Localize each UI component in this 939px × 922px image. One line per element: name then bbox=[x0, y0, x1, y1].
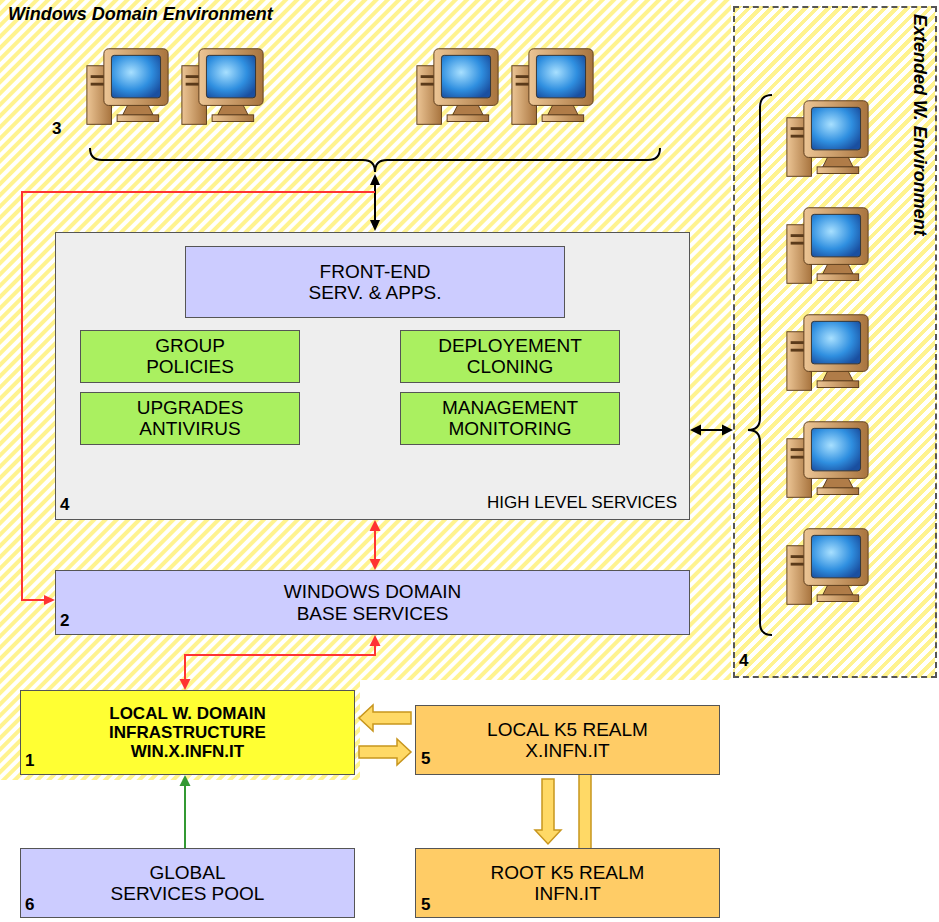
realm-box: ROOT K5 REALM INFN.IT bbox=[415, 848, 720, 918]
callout-number: 2 bbox=[60, 612, 69, 629]
box-label: GROUP POLICIES bbox=[130, 335, 250, 378]
connector bbox=[535, 779, 561, 844]
connector bbox=[690, 425, 733, 436]
connector bbox=[572, 709, 598, 914]
realm-box: LOCAL K5 REALM X.INFN.IT bbox=[415, 705, 720, 775]
box-label: ROOT K5 REALM INFN.IT bbox=[482, 862, 654, 905]
box-label: UPGRADES ANTIVIRUS bbox=[125, 397, 255, 440]
callout-number: 1 bbox=[25, 752, 34, 769]
computer-icon bbox=[87, 49, 868, 605]
service-box: FRONT-END SERV. & APPS. bbox=[185, 246, 565, 318]
service-box: WINDOWS DOMAIN BASE SERVICES bbox=[55, 570, 690, 635]
service-box: DEPLOYEMENT CLONING bbox=[400, 330, 620, 383]
connector bbox=[359, 705, 411, 731]
connector bbox=[359, 739, 411, 765]
box-label: LOCAL K5 REALM X.INFN.IT bbox=[482, 719, 654, 762]
callout-number: 4 bbox=[739, 652, 748, 669]
service-box: MANAGEMENT MONITORING bbox=[400, 392, 620, 445]
panel-heading: HIGH LEVEL SERVICES bbox=[487, 493, 677, 513]
box-label: WINDOWS DOMAIN BASE SERVICES bbox=[273, 581, 473, 624]
box-label: MANAGEMENT MONITORING bbox=[428, 397, 593, 440]
box-label: GLOBAL SERVICES POOL bbox=[104, 862, 272, 905]
bracket bbox=[90, 148, 660, 172]
region-title: Windows Domain Environment bbox=[8, 4, 273, 25]
service-box: GLOBAL SERVICES POOL bbox=[20, 848, 355, 918]
box-label: FRONT-END SERV. & APPS. bbox=[300, 261, 450, 304]
connector bbox=[180, 775, 191, 848]
box-label: DEPLOYEMENT CLONING bbox=[428, 335, 593, 378]
connector bbox=[180, 635, 381, 690]
infrastructure-box: LOCAL W. DOMAIN INFRASTRUCTURE WIN.X.INF… bbox=[20, 690, 355, 775]
connector bbox=[370, 520, 381, 570]
region-title: Extended W. Environment bbox=[909, 14, 930, 236]
callout-number: 3 bbox=[52, 120, 61, 137]
service-box: UPGRADES ANTIVIRUS bbox=[80, 392, 300, 445]
client-link-arrow bbox=[22, 192, 375, 605]
client-link-arrow bbox=[370, 174, 380, 231]
callout-number: 5 bbox=[421, 750, 430, 767]
callout-number: 6 bbox=[25, 896, 34, 913]
service-box: GROUP POLICIES bbox=[80, 330, 300, 383]
callout-number: 5 bbox=[421, 896, 430, 913]
callout-number: 4 bbox=[60, 496, 69, 513]
services-panel: HIGH LEVEL SERVICES FRONT-END SERV. & APP… bbox=[55, 232, 690, 520]
bracket bbox=[748, 95, 772, 635]
box-label: LOCAL W. DOMAIN INFRASTRUCTURE WIN.X.INF… bbox=[99, 704, 277, 761]
